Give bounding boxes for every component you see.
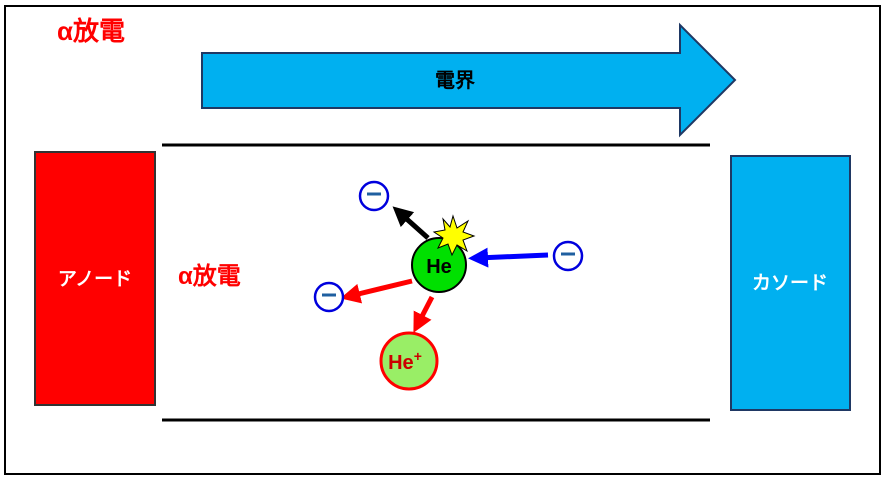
incoming-electron-arrow: [468, 247, 549, 268]
electron: [358, 180, 390, 212]
electron: [313, 281, 345, 313]
ion-label: He+: [388, 348, 422, 374]
title: α放電: [57, 16, 125, 46]
discharge-label: α放電: [178, 262, 241, 290]
ejected-electron-arrow: [392, 206, 430, 240]
atom-label: He: [426, 256, 452, 278]
electric-field-arrow: [201, 22, 737, 138]
helium-ion: [379, 331, 439, 391]
ion-arrow: [413, 295, 435, 333]
anode: [34, 151, 156, 406]
anode-label: アノード: [58, 269, 132, 290]
cathode: [730, 155, 851, 411]
scattered-electron-arrow: [340, 278, 413, 304]
cathode-label: カソード: [752, 272, 828, 294]
collision-star-icon: [432, 214, 476, 257]
electron: [552, 240, 584, 272]
field-label: 電界: [435, 69, 475, 92]
